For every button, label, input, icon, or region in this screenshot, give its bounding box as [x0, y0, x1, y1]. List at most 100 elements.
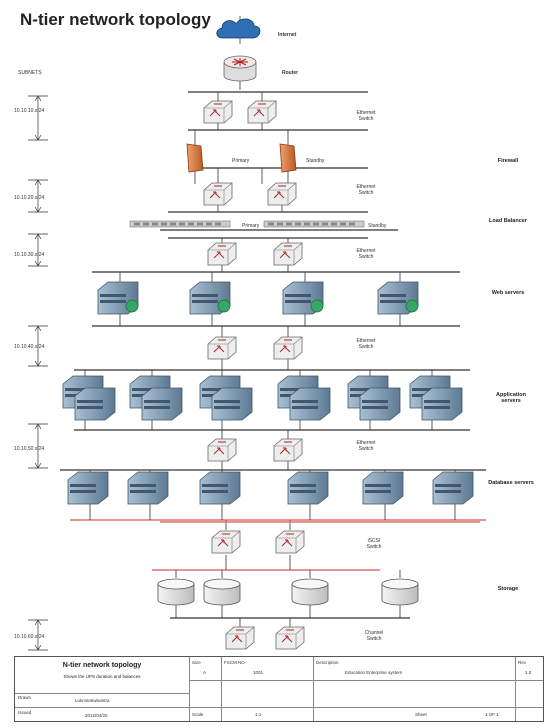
database-server-icon: [127, 471, 169, 505]
ethernet-switch-icon: [273, 242, 303, 266]
switch4-label: Ethernet Switch: [356, 338, 376, 350]
application-server-icon: [421, 387, 463, 421]
storage-disk-icon: [157, 578, 195, 606]
subnets-header: SUBNETS: [18, 70, 42, 76]
network-lines: [28, 16, 486, 651]
scale-value: 1:1: [255, 712, 262, 717]
fscm-value: 1001: [253, 670, 264, 675]
ethernet-switch-icon: [267, 182, 297, 206]
subnet-label-4: 10.10.40.x/24: [14, 344, 45, 350]
application-server-icon: [359, 387, 401, 421]
storage-disk-icon: [381, 578, 419, 606]
router-label: Router: [282, 70, 299, 76]
subnet-label-2: 10.10.20.x/24: [14, 195, 45, 201]
ethernet-switch-icon: [207, 242, 237, 266]
arrow-down-icon: [34, 360, 42, 367]
arrow-down-icon: [34, 462, 42, 469]
title-block: N-tier network topology Shows the UPS du…: [14, 656, 544, 722]
database-server-icon: [67, 471, 109, 505]
storage-tier-label: Storage: [497, 586, 519, 592]
subnet-label-5: 10.10.50.x/24: [14, 446, 45, 452]
ethernet-switch-icon: [203, 100, 233, 124]
web-server-icon: [189, 281, 231, 315]
database-server-icon: [287, 471, 329, 505]
drawn-value: Lukmantiwiwintra: [75, 698, 110, 703]
database-servers-tier-label: Database servers: [488, 480, 534, 486]
firewall-standby-label: Standby: [306, 158, 325, 164]
arrow-down-icon: [34, 134, 42, 141]
issued-label: Issued: [18, 710, 32, 715]
application-server-icon: [141, 387, 183, 421]
web-server-icon: [377, 281, 419, 315]
description-value: Education Enterprise system: [345, 670, 403, 675]
application-server-icon: [211, 387, 253, 421]
sheet-value: 1 OF 1: [485, 712, 499, 717]
ethernet-switch-icon: [207, 336, 237, 360]
arrow-up-icon: [34, 423, 42, 430]
application-server-icon: [289, 387, 331, 421]
load-balancer-tier-label: Load Balancer: [489, 218, 527, 224]
firewall-primary-icon: [186, 143, 204, 173]
application-servers-tier-label: Application servers: [496, 392, 526, 404]
channel-switch-icon: [225, 626, 255, 650]
web-server-icon: [97, 281, 139, 315]
switch3-label: Ethernet Switch: [356, 248, 376, 260]
device-icons: [34, 18, 474, 651]
web-servers-tier-label: Web servers: [491, 290, 525, 296]
lb-standby-label: Standby: [368, 223, 387, 229]
firewall-standby-icon: [279, 143, 297, 173]
arrow-up-icon: [34, 95, 42, 102]
iscsi-switch-icon: [275, 530, 305, 554]
storage-disk-icon: [291, 578, 329, 606]
firewall-primary-label: Primary: [232, 158, 250, 164]
rev-label: Rev: [518, 660, 527, 665]
title-block-name: N-tier network topology: [62, 662, 142, 669]
arrow-down-icon: [34, 260, 42, 267]
storage-disk-icon: [203, 578, 241, 606]
load-balancer-icon: [129, 220, 365, 228]
subnet-label-1: 10.10.10.x/24: [14, 108, 45, 114]
firewall-tier-label: Firewall: [497, 158, 519, 164]
arrow-down-icon: [34, 206, 42, 213]
arrow-down-icon: [34, 644, 42, 651]
database-server-icon: [432, 471, 474, 505]
database-server-icon: [362, 471, 404, 505]
internet-label: Internet: [278, 32, 297, 38]
diagram-title: N-tier network topology: [20, 10, 211, 29]
switch5-label: Ethernet Switch: [356, 440, 376, 452]
channel-switch-label: Channel Switch: [364, 630, 384, 642]
drawn-label: Drawn: [18, 695, 32, 700]
web-server-icon: [282, 281, 324, 315]
fscm-label: FSCM NO: [224, 660, 245, 665]
scale-label: Scale: [192, 712, 204, 717]
internet-cloud-icon: [216, 18, 261, 39]
subnet-label-6: 10.10.60.x/24: [14, 634, 45, 640]
lb-primary-label: Primary: [242, 223, 260, 229]
issued-value: 2012/04/20: [85, 713, 108, 718]
ethernet-switch-icon: [247, 100, 277, 124]
application-server-icon: [74, 387, 116, 421]
ethernet-switch-icon: [273, 336, 303, 360]
subnet-label-3: 10.10.30.x/24: [14, 252, 45, 258]
arrow-up-icon: [34, 233, 42, 240]
size-value: A: [203, 670, 207, 675]
arrow-up-icon: [34, 325, 42, 332]
switch1-label: Ethernet Switch: [356, 110, 376, 122]
switch2-label: Ethernet Switch: [356, 184, 376, 196]
channel-switch-icon: [275, 626, 305, 650]
title-block-subtitle: Shows the UPS duration and balances: [63, 674, 141, 679]
description-label: Description: [316, 660, 339, 665]
iscsi-switch-icon: [211, 530, 241, 554]
ethernet-switch-icon: [203, 182, 233, 206]
database-server-icon: [199, 471, 241, 505]
ethernet-switch-icon: [207, 438, 237, 462]
arrow-up-icon: [34, 619, 42, 626]
arrow-up-icon: [34, 179, 42, 186]
rev-value: 1.0: [525, 670, 532, 675]
ethernet-switch-icon: [273, 438, 303, 462]
size-label: Size: [192, 660, 201, 665]
sheet-label: Sheet: [415, 712, 427, 717]
iscsi-switch-label: iSCSI Switch: [366, 538, 382, 550]
